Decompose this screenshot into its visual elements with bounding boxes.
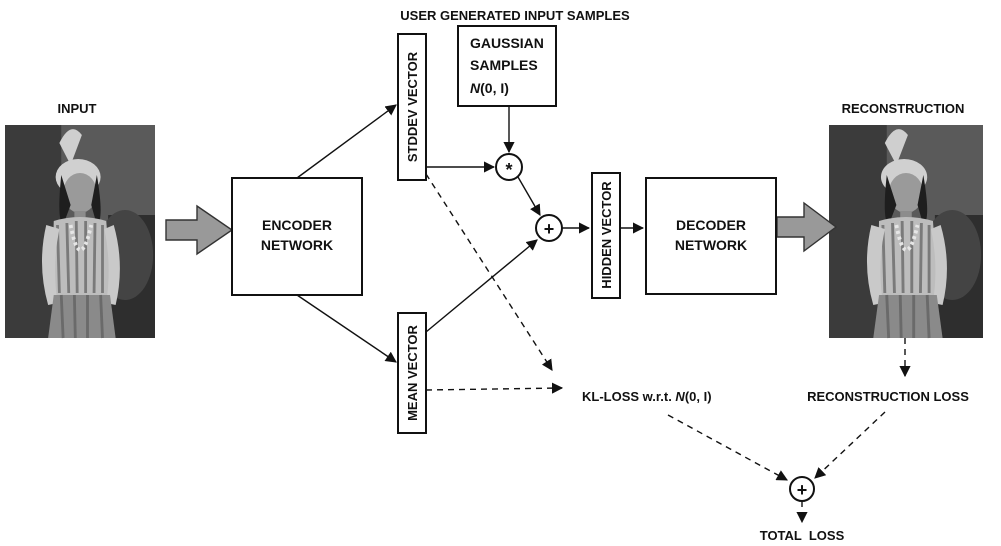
encoder-to-stddev-arrow: [296, 104, 397, 179]
recloss-to-total-arrow: [814, 411, 886, 479]
reconstruction-image: [827, 123, 985, 340]
add-symbol: +: [544, 219, 555, 239]
decoder-label: DECODER: [676, 217, 746, 233]
total-add-symbol: +: [797, 480, 808, 500]
mean-vector-box: [397, 312, 427, 434]
multiply-symbol: *: [505, 160, 512, 180]
decoder-label-line2: NETWORK: [675, 237, 747, 253]
output-arrow: [776, 201, 838, 253]
gaussian-label-3: N(0, I): [470, 80, 509, 96]
mean-to-kl-arrow: [425, 382, 564, 394]
encoder-label: ENCODER: [262, 217, 332, 233]
user-generated-label: USER GENERATED INPUT SAMPLES: [400, 8, 630, 23]
hidden-vector-box: [591, 172, 621, 299]
total-loss-label: TOTAL LOSS: [760, 528, 845, 543]
gaussian-label-1: GAUSSIAN: [470, 35, 544, 51]
input-arrow: [165, 204, 234, 256]
input-label: INPUT: [58, 101, 97, 116]
decoder-box: [645, 177, 777, 295]
kl-loss-label: KL-LOSS w.r.t. N(0, I): [582, 389, 712, 404]
stddev-vector-label: STDDEV VECTOR: [405, 51, 420, 162]
hidden-vector-label: HIDDEN VECTOR: [599, 181, 614, 289]
multiply-to-add-arrow: [517, 176, 541, 216]
multiply-node: [495, 153, 523, 181]
input-image: [3, 123, 158, 340]
reconstruction-label: RECONSTRUCTION: [842, 101, 965, 116]
stddev-to-kl-arrow: [425, 173, 553, 371]
gaussian-samples-box: [457, 25, 557, 107]
encoder-to-mean-arrow: [296, 294, 397, 363]
kl-to-total-arrow: [667, 414, 788, 481]
mean-to-add-arrow: [425, 239, 538, 333]
stddev-vector-box: [397, 33, 427, 181]
encoder-label-line2: NETWORK: [261, 237, 333, 253]
gaussian-label-2: SAMPLES: [470, 57, 538, 73]
reconstruction-loss-label: RECONSTRUCTION LOSS: [807, 389, 969, 404]
mean-vector-label: MEAN VECTOR: [405, 324, 420, 420]
encoder-box: [231, 177, 363, 296]
